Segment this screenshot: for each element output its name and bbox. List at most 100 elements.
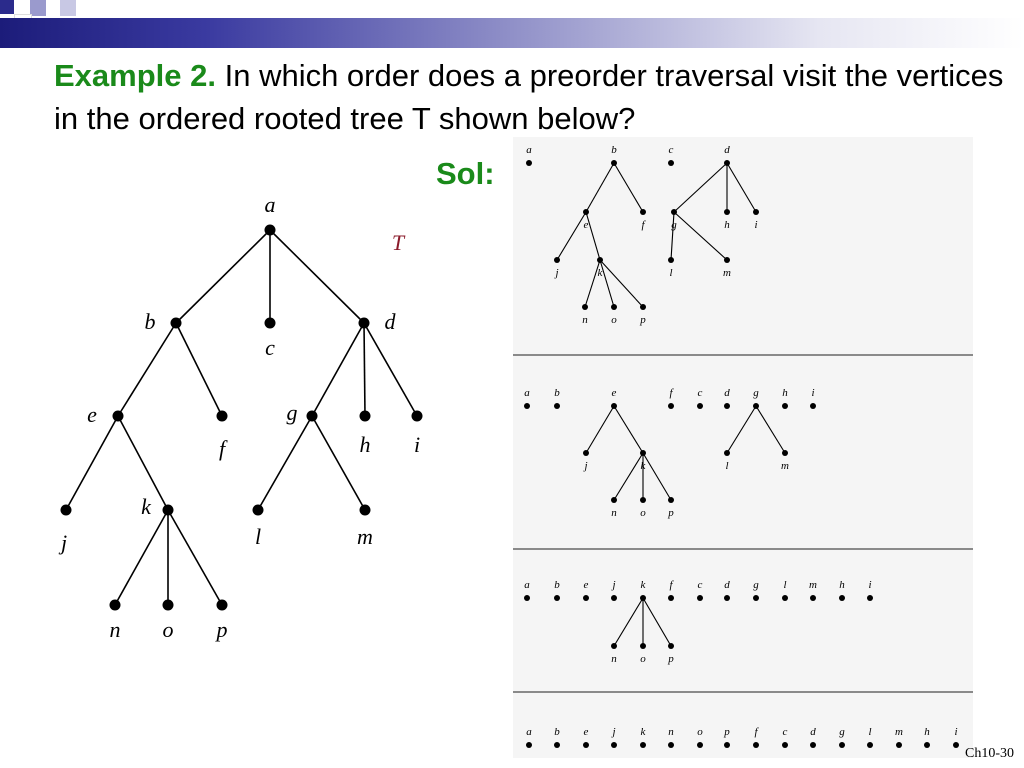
tree-node-n: [109, 599, 121, 611]
step3-label-i: i: [868, 579, 871, 591]
step1-label-o: o: [611, 314, 617, 326]
step2-label-m: m: [781, 460, 789, 472]
step1-label-h: h: [724, 219, 730, 231]
step1-edge-b-f: [613, 162, 644, 213]
step3-label-f: f: [669, 579, 674, 591]
step4-label-p: p: [723, 726, 730, 738]
step3-node-c: [697, 595, 703, 601]
tree-node-i: [411, 410, 423, 422]
step1-node-c: [668, 160, 674, 166]
step2-node-j: [583, 450, 589, 456]
step1-node-j: [554, 257, 560, 263]
step2-label-f: f: [669, 387, 674, 399]
step2-node-k: [640, 450, 646, 456]
slide-number: Ch10-30: [965, 746, 1014, 761]
step2-label-g: g: [753, 387, 759, 399]
step2-label-o: o: [640, 507, 646, 519]
step2-label-n: n: [611, 507, 617, 519]
step4-node-o: [697, 742, 703, 748]
step2-label-k: k: [641, 460, 647, 472]
tree-node-label-o: o: [163, 617, 174, 642]
step4-label-c: c: [783, 726, 788, 738]
step1-edge-e-j: [556, 211, 587, 261]
step4-label-a: a: [526, 726, 532, 738]
tree-node-b: [170, 317, 182, 329]
step3-node-h: [839, 595, 845, 601]
step4-label-m: m: [895, 726, 903, 738]
slide-title: Example 2. In which order does a preorde…: [54, 54, 1014, 140]
tree-node-label-p: p: [215, 617, 228, 642]
step2-edge-e-j: [585, 405, 615, 454]
step1-node-g: [671, 209, 677, 215]
step1-label-e: e: [584, 219, 589, 231]
step1-edge-g-l: [670, 211, 675, 261]
step2-node-a: [524, 403, 530, 409]
step1-edge-b-e: [585, 162, 615, 213]
step2-node-d: [724, 403, 730, 409]
step2-node-h: [782, 403, 788, 409]
step4-label-j: j: [610, 726, 615, 738]
tree-edge-d-h: [363, 322, 366, 417]
tree-node-label-a: a: [265, 192, 276, 217]
step4-label-d: d: [810, 726, 816, 738]
step2-node-b: [554, 403, 560, 409]
tree-edge-k-n: [114, 509, 169, 606]
step1-label-d: d: [724, 144, 730, 156]
step1-edge-d-g: [673, 162, 728, 213]
step1-node-f: [640, 209, 646, 215]
step2-node-p: [668, 497, 674, 503]
step1-label-i: i: [754, 219, 757, 231]
tree-node-a: [264, 224, 276, 236]
step1-node-a: [526, 160, 532, 166]
step3-label-d: d: [724, 579, 730, 591]
step4-label-b: b: [554, 726, 560, 738]
step1-label-k: k: [598, 267, 604, 279]
step4-label-o: o: [697, 726, 703, 738]
tree-edge-b-e: [117, 322, 177, 417]
step2-node-l: [724, 450, 730, 456]
step2-node-i: [810, 403, 816, 409]
step2-label-d: d: [724, 387, 730, 399]
step1-label-j: j: [553, 267, 558, 279]
step2-node-c: [697, 403, 703, 409]
tree-node-d: [358, 317, 370, 329]
header-gradient-bar: [0, 18, 1024, 48]
step2-edge-k-p: [642, 452, 672, 501]
tree-node-label-e: e: [87, 402, 97, 427]
step1-label-m: m: [723, 267, 731, 279]
step2-node-m: [782, 450, 788, 456]
step2-node-o: [640, 497, 646, 503]
tree-node-e: [112, 410, 124, 422]
step1-node-l: [668, 257, 674, 263]
step4-label-g: g: [839, 726, 845, 738]
step2-label-e: e: [612, 387, 617, 399]
step2-label-j: j: [582, 460, 587, 472]
tree-node-label-k: k: [141, 494, 152, 519]
step3-node-l: [782, 595, 788, 601]
step1-node-i: [753, 209, 759, 215]
step4-node-m: [896, 742, 902, 748]
step1-label-p: p: [639, 314, 646, 326]
tree-edge-e-j: [65, 415, 119, 511]
tree-node-l: [252, 504, 264, 516]
step1-edge-k-o: [599, 259, 615, 308]
step2-node-n: [611, 497, 617, 503]
question-text: In which order does a preorder traversal…: [54, 58, 1004, 136]
step4-node-e: [583, 742, 589, 748]
step4-node-i: [953, 742, 959, 748]
step1-node-k: [597, 257, 603, 263]
step4-label-l: l: [868, 726, 871, 738]
step3-label-g: g: [753, 579, 759, 591]
solution-label: Sol:: [436, 156, 495, 191]
step4-label-e: e: [584, 726, 589, 738]
step2-node-f: [668, 403, 674, 409]
tree-node-j: [60, 504, 72, 516]
tree-node-label-g: g: [287, 400, 298, 425]
step4-label-k: k: [641, 726, 647, 738]
step3-node-n: [611, 643, 617, 649]
step3-label-p: p: [667, 653, 674, 665]
tree-node-m: [359, 504, 371, 516]
step4-node-a: [526, 742, 532, 748]
